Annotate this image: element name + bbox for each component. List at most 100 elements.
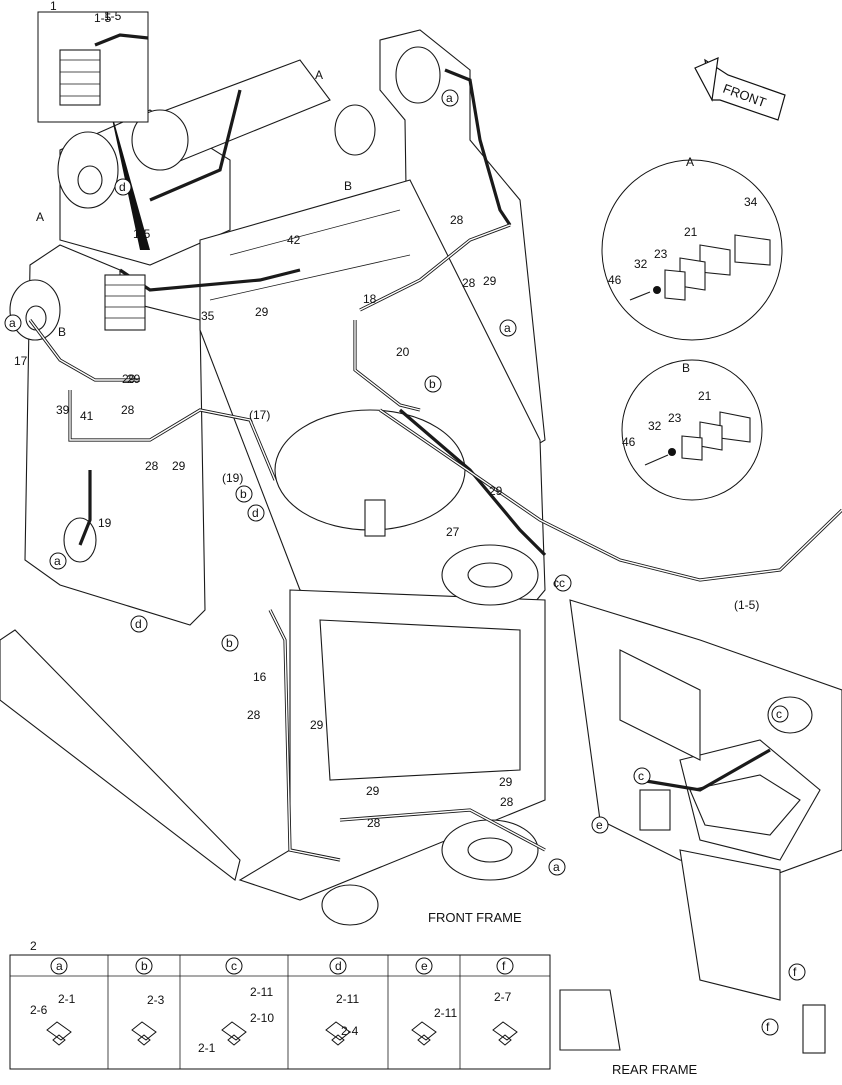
part-callout: c: [776, 707, 782, 721]
callout-circle: [49, 552, 67, 570]
legend-key-c: c: [231, 959, 237, 973]
part-callout: a: [504, 321, 511, 335]
fitting-icon: [411, 1021, 437, 1046]
detail-a-part-32: 32: [634, 257, 648, 271]
part-callout: f: [793, 965, 797, 979]
part-callout: 28: [247, 708, 261, 722]
legend-part: 2-10: [250, 1011, 274, 1025]
callout-circle: [235, 485, 253, 503]
part-callout: 29: [499, 775, 513, 789]
legend-key-circle: [135, 957, 153, 975]
inset-1-id: 1: [50, 0, 57, 13]
part-callout: 28: [450, 213, 464, 227]
detail-b-title: B: [682, 361, 690, 375]
part-callout: 1-5: [133, 227, 151, 241]
part-callout: 29: [483, 274, 497, 288]
fitting-icon: [131, 1021, 157, 1046]
callout-circle: [591, 816, 609, 834]
callout-circle: [221, 634, 239, 652]
legend-part: 2-6: [30, 1003, 48, 1017]
front-arrow: FRONT: [694, 57, 786, 121]
part-callout: 42: [287, 233, 301, 247]
part-callout: a: [446, 91, 453, 105]
legend-key-f: f: [502, 959, 506, 973]
part-callout: 29: [489, 484, 503, 498]
part-callout: A: [315, 68, 323, 82]
detail-b-part-46: 46: [622, 435, 636, 449]
callout-circle: [788, 963, 806, 981]
detail-b-part-21: 21: [698, 389, 712, 403]
part-callout: e: [596, 818, 603, 832]
callout-circle: [114, 178, 132, 196]
callout-circle: [554, 574, 572, 592]
part-callout: f: [766, 1020, 770, 1034]
rear-frame-structure: [559, 599, 842, 1054]
part-callout: (19): [222, 471, 243, 485]
part-callout: (17): [249, 408, 270, 422]
part-callout: 28: [367, 816, 381, 830]
part-callout: c: [559, 576, 565, 590]
callout-circle: [441, 89, 459, 107]
part-callout: 41: [80, 409, 94, 423]
legend-id: 2: [30, 939, 37, 953]
part-callout: 1-5: [104, 9, 122, 23]
part-callout: d: [252, 506, 259, 520]
part-callout: 35: [201, 309, 215, 323]
legend-key-a: a: [56, 959, 63, 973]
detail-a-title: A: [686, 155, 694, 169]
part-callout: b: [226, 636, 233, 650]
inset-1: 1 1-5: [37, 0, 149, 123]
part-callout: 20: [396, 345, 410, 359]
legend-part: 2-1: [58, 992, 76, 1006]
part-callout: 29: [255, 305, 269, 319]
callout-circle: [247, 504, 265, 522]
part-callout: d: [119, 180, 126, 194]
part-callout: a: [553, 860, 560, 874]
legend-key-d: d: [335, 959, 342, 973]
legend-key-e: e: [421, 959, 428, 973]
callout-circle: [424, 375, 442, 393]
legend-table: 2 a2-12-6b2-3c2-112-102-1d2-112-4e2-11f2…: [9, 939, 551, 1070]
legend-key-circle: [415, 957, 433, 975]
part-callout: d: [135, 617, 142, 631]
legend-key-b: b: [141, 959, 148, 973]
legend-part: 2-1: [198, 1041, 216, 1055]
part-callout: b: [240, 487, 247, 501]
valve-block: [104, 274, 671, 831]
callout-circle: [499, 319, 517, 337]
part-callout: a: [54, 554, 61, 568]
part-callout: 17: [14, 354, 28, 368]
fitting-icon: [325, 1021, 351, 1046]
part-callout: (1-5): [734, 598, 759, 612]
front-frame-structure: [0, 29, 546, 926]
legend-key-circle: [329, 957, 347, 975]
callout-circle: [4, 314, 22, 332]
legend-part: 2-11: [434, 1006, 457, 1020]
legend-key-circle: [225, 957, 243, 975]
legend-part: 2-11: [336, 992, 359, 1006]
part-callout: 28: [500, 795, 514, 809]
legend-part: 2-4: [341, 1024, 359, 1038]
detail-a-part-34: 34: [744, 195, 758, 209]
fitting-icon: [46, 1021, 72, 1046]
callout-circle: [761, 1018, 779, 1036]
part-callout: 27: [446, 525, 460, 539]
part-callout: B: [58, 325, 66, 339]
fitting-icon: [492, 1021, 518, 1046]
detail-b-part-23: 23: [668, 411, 682, 425]
detail-b: B 21 23 32 46: [621, 359, 763, 501]
legend-part: 2-11: [250, 985, 273, 999]
legend-part: 2-3: [147, 993, 165, 1007]
callout-circle: [130, 615, 148, 633]
callout-circle: [548, 858, 566, 876]
callout-circle: [771, 705, 789, 723]
callout-circle: [633, 767, 651, 785]
part-callout: 28: [145, 459, 159, 473]
front-frame-label: FRONT FRAME: [428, 910, 522, 925]
part-callout: 29: [127, 372, 141, 386]
inset-1-part: 1-5: [94, 11, 112, 25]
part-callout: 29: [310, 718, 324, 732]
